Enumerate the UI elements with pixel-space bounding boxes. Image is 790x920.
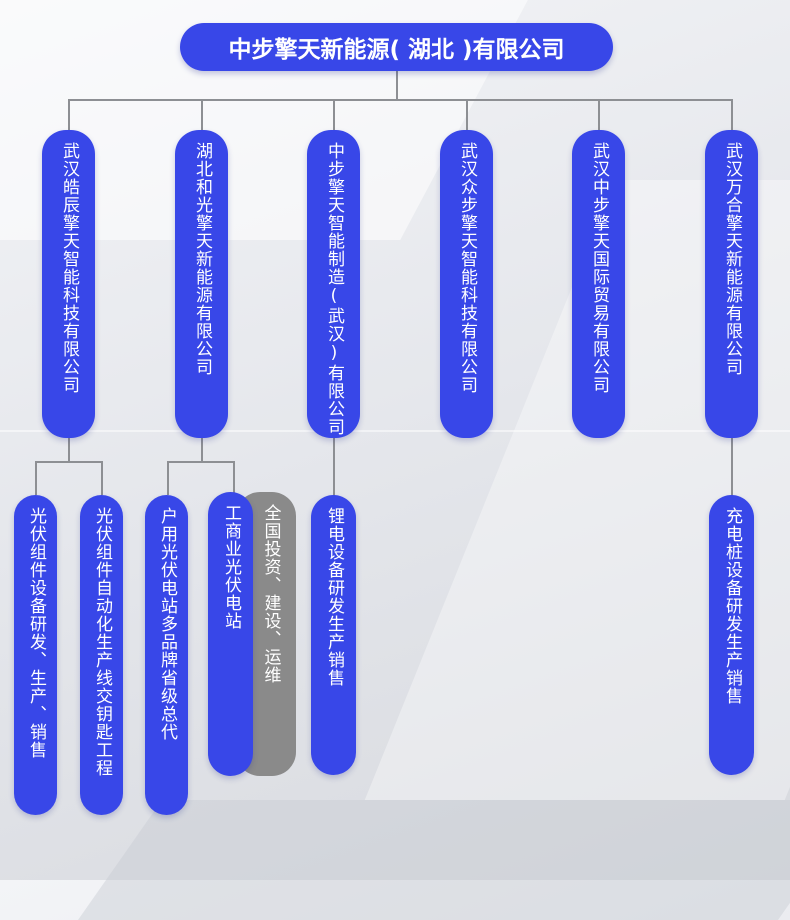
connector-line	[396, 70, 398, 100]
business-node: 光伏组件设备研发、生产、销售	[14, 495, 57, 815]
connector-line	[201, 438, 203, 462]
subsidiary-node: 湖北和光擎天新能源有限公司	[175, 130, 228, 438]
subsidiary-label: 武汉万合擎天新能源有限公司	[722, 142, 742, 376]
business-label: 充电桩设备研发生产销售	[722, 507, 742, 705]
connector-line	[233, 461, 235, 495]
business-label: 工商业光伏电站	[221, 504, 241, 630]
business-label: 全国投资、建设、运维	[260, 504, 281, 684]
business-label: 户用光伏电站多品牌省级总代	[157, 507, 177, 741]
connector-line	[68, 99, 732, 101]
subsidiary-node: 中步擎天智能制造(武汉)有限公司	[307, 130, 360, 438]
business-node: 工商业光伏电站	[208, 492, 253, 776]
root-company-node: 中步擎天新能源( 湖北 )有限公司	[180, 23, 613, 71]
connector-line	[731, 438, 733, 496]
subsidiary-label: 中步擎天智能制造(武汉)有限公司	[324, 142, 344, 436]
connector-line	[466, 99, 468, 131]
subsidiary-label: 武汉众步擎天智能科技有限公司	[457, 142, 477, 394]
background-shape	[77, 800, 790, 920]
business-label: 光伏组件自动化生产线交钥匙工程	[92, 507, 112, 777]
subsidiary-label: 湖北和光擎天新能源有限公司	[192, 142, 212, 376]
subsidiary-label: 武汉中步擎天国际贸易有限公司	[589, 142, 609, 394]
connector-line	[333, 438, 335, 496]
connector-line	[333, 99, 335, 131]
subsidiary-label: 武汉皓辰擎天智能科技有限公司	[59, 142, 79, 394]
connector-line	[731, 99, 733, 131]
subsidiary-node: 武汉众步擎天智能科技有限公司	[440, 130, 493, 438]
connector-line	[167, 461, 169, 495]
connector-line	[598, 99, 600, 131]
business-node: 户用光伏电站多品牌省级总代	[145, 495, 188, 815]
connector-line	[167, 461, 235, 463]
connector-line	[35, 461, 103, 463]
business-node: 充电桩设备研发生产销售	[709, 495, 754, 775]
subsidiary-node: 武汉万合擎天新能源有限公司	[705, 130, 758, 438]
subsidiary-node: 武汉中步擎天国际贸易有限公司	[572, 130, 625, 438]
root-company-label: 中步擎天新能源( 湖北 )有限公司	[228, 37, 565, 63]
business-node: 锂电设备研发生产销售	[311, 495, 356, 775]
business-label: 光伏组件设备研发、生产、销售	[26, 507, 46, 759]
business-label: 锂电设备研发生产销售	[324, 507, 344, 687]
connector-line	[35, 461, 37, 495]
connector-line	[101, 461, 103, 495]
background-shape	[0, 430, 790, 432]
business-node: 光伏组件自动化生产线交钥匙工程	[80, 495, 123, 815]
subsidiary-node: 武汉皓辰擎天智能科技有限公司	[42, 130, 95, 438]
connector-line	[68, 438, 70, 462]
connector-line	[201, 99, 203, 131]
connector-line	[68, 99, 70, 131]
